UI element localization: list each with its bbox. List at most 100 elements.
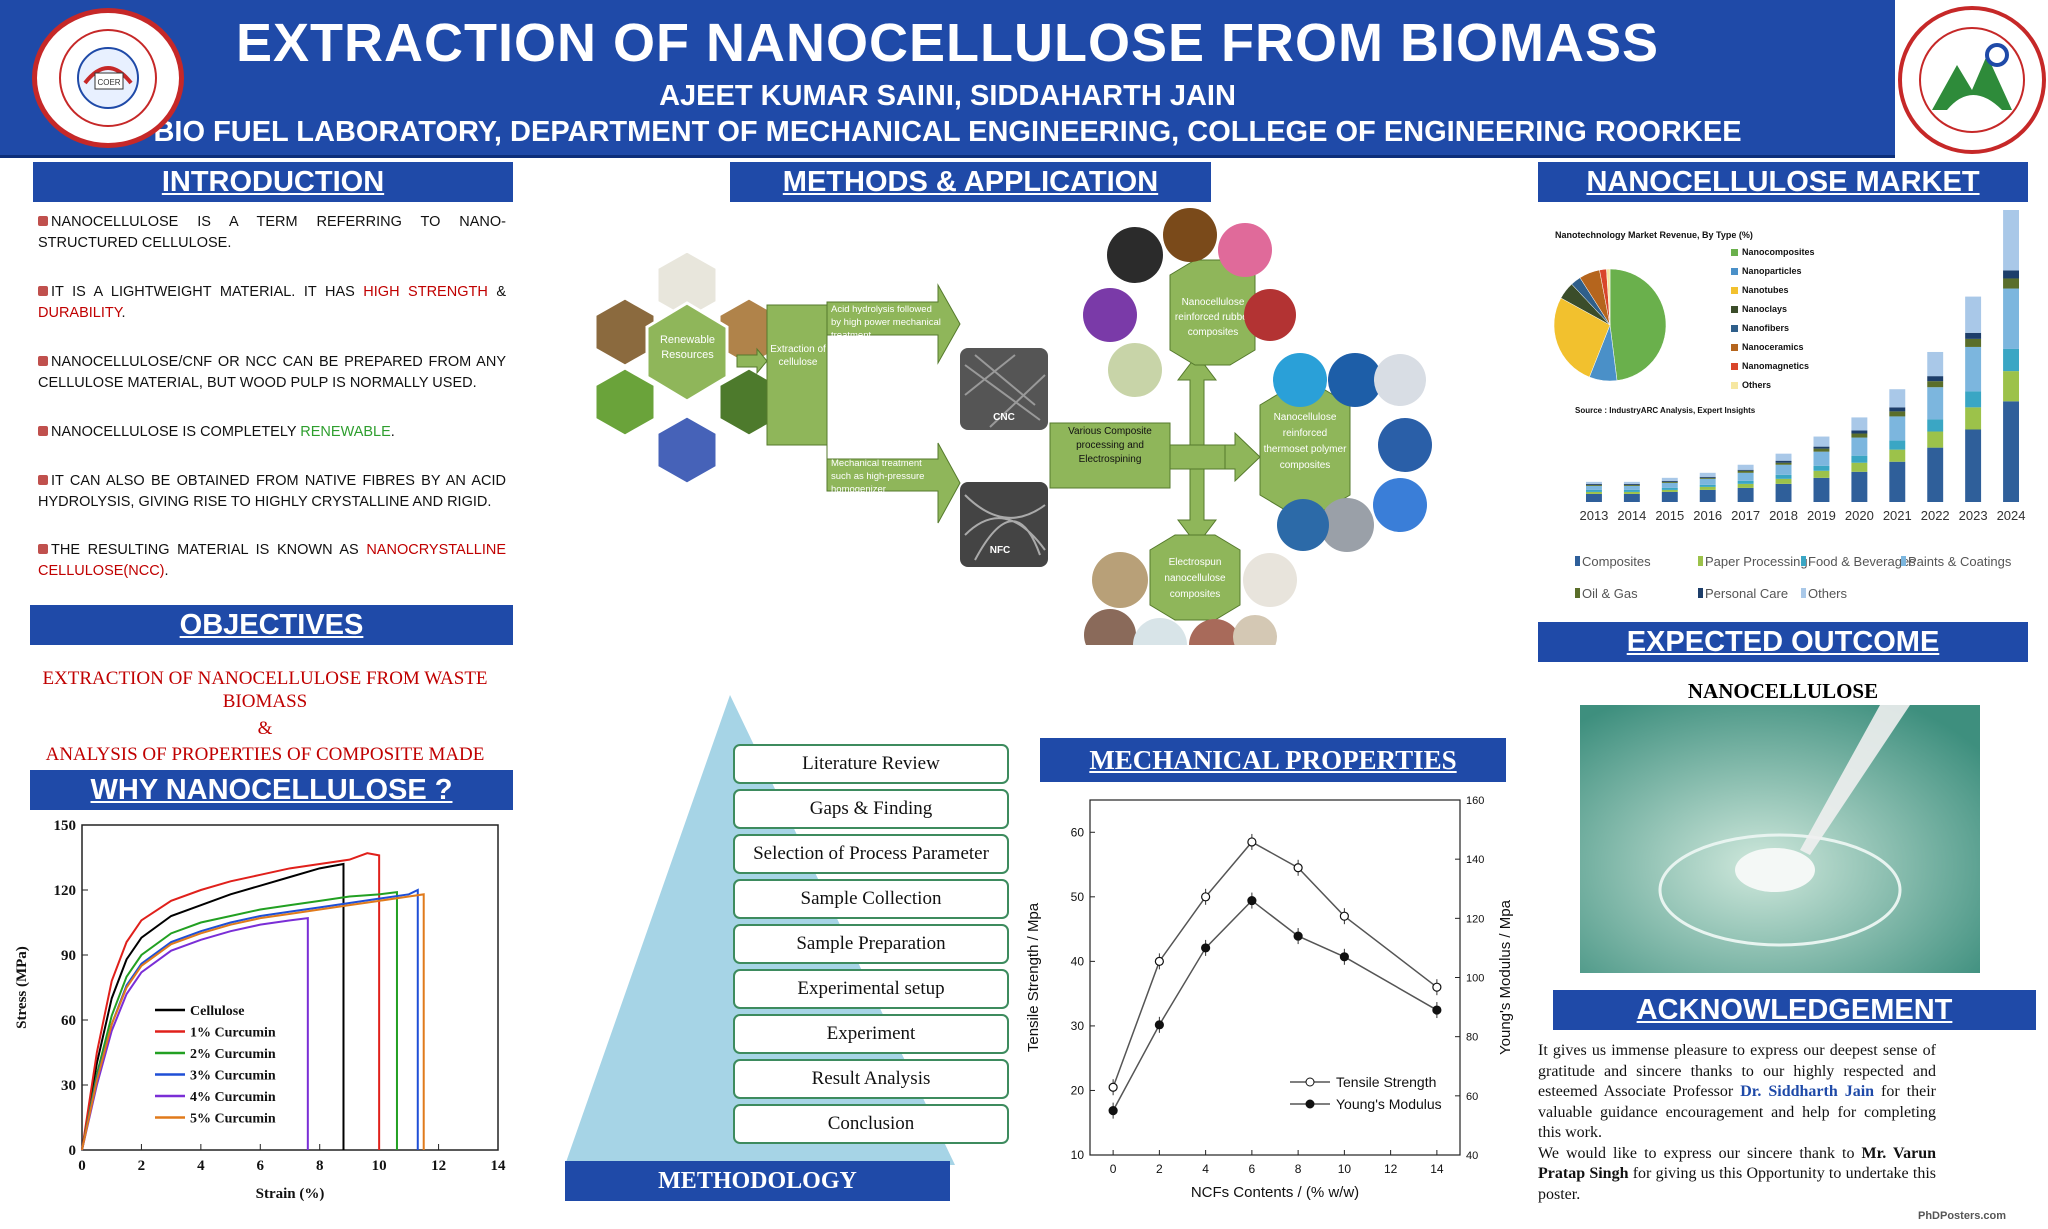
data-point: [1108, 1106, 1118, 1116]
y2-tick-label: 160: [1466, 795, 1484, 807]
pie-legend-label: Nanoclays: [1742, 304, 1787, 314]
pie-legend-label: Nanoceramics: [1742, 342, 1804, 352]
bar-segment: [1585, 481, 1602, 484]
intro-bullet-3: NANOCELLULOSE/CNF OR NCC CAN BE PREPARED…: [38, 354, 506, 391]
methodology-step: Experiment: [733, 1014, 1009, 1054]
bar-segment: [1623, 493, 1640, 502]
bar-segment: [1889, 416, 1906, 441]
legend-marker: [1305, 1099, 1315, 1109]
bar-legend-label: Oil & Gas: [1582, 586, 1638, 601]
poster-affiliation: BIO FUEL LABORATORY, DEPARTMENT OF MECHA…: [153, 116, 1742, 148]
bar-segment: [2003, 288, 2020, 349]
pie-legend-label: Nanoparticles: [1742, 266, 1802, 276]
pie-slice: [1553, 297, 1611, 378]
bar-segment: [2003, 210, 2020, 271]
x-tick-label: 10: [1338, 1162, 1352, 1176]
bar-segment: [1813, 446, 1830, 449]
data-point: [1201, 892, 1211, 902]
series-line-0: [81, 862, 345, 1151]
bar-segment: [1775, 483, 1792, 502]
bar-segment: [1927, 376, 1944, 382]
intro-bullet-5: IT CAN ALSO BE OBTAINED FROM NATIVE FIBR…: [38, 473, 506, 510]
bar-legend-swatch: [1901, 556, 1906, 566]
bar-segment: [1927, 381, 1944, 388]
y2-tick-label: 60: [1466, 1091, 1478, 1103]
bar-segment: [1661, 480, 1678, 482]
methodology-step: Experimental setup: [733, 969, 1009, 1009]
cnc-label: CNC: [993, 412, 1015, 423]
bar-segment: [1775, 453, 1792, 461]
methodology-step: Conclusion: [733, 1104, 1009, 1144]
bar-segment: [1813, 477, 1830, 502]
y-tick-label: 60: [61, 1013, 76, 1029]
x-tick-label: 0: [78, 1158, 86, 1174]
bar-legend-label: Personal Care: [1705, 586, 1788, 601]
methodology-label: METHODOLOGY: [565, 1161, 950, 1201]
pie-legend-swatch: [1731, 325, 1738, 332]
bar-segment: [1585, 484, 1602, 486]
poster-title: EXTRACTION OF NANOCELLULOSE FROM BIOMASS: [236, 13, 1659, 73]
rubber-composites-label: Nanocellulose reinforced rubber composit…: [1174, 297, 1252, 338]
bar-segment: [1623, 483, 1640, 485]
legend-label: 2% Curcumin: [190, 1047, 276, 1062]
bar-segment: [1965, 429, 1982, 502]
bar-segment: [1661, 491, 1678, 502]
methodology-step: Result Analysis: [733, 1059, 1009, 1099]
pie-legend-label: Nanofibers: [1742, 323, 1789, 333]
acknowledgement-heading: ACKNOWLEDGEMENT: [1553, 990, 2036, 1030]
bar-segment: [1585, 485, 1602, 490]
footer-brand: PhDPosters.com: [1918, 1210, 2007, 1222]
introduction-heading: INTRODUCTION: [33, 162, 513, 202]
x-tick-label: 14: [1430, 1162, 1444, 1176]
bar-segment: [2003, 401, 2020, 502]
legend-label: Cellulose: [190, 1004, 244, 1019]
acknowledgement-text: It gives us immense pleasure to express …: [1538, 1042, 1937, 1203]
x-tick-label: 10: [372, 1158, 387, 1174]
bar-segment: [1737, 464, 1754, 470]
bar-segment: [1737, 483, 1754, 488]
y-axis-label: Stress (MPa): [14, 946, 30, 1029]
bar-segment: [1661, 487, 1678, 490]
bar-segment: [1851, 437, 1868, 456]
bar-segment: [1927, 447, 1944, 502]
bar-legend-label: Paints & Coatings: [1908, 554, 2012, 569]
x-tick-label: 6: [1249, 1162, 1256, 1176]
legend-label: Tensile Strength: [1336, 1074, 1436, 1090]
bar-segment: [1851, 462, 1868, 472]
pie-legend-swatch: [1731, 344, 1738, 351]
bar-segment: [1775, 462, 1792, 465]
pie-title: Nanotechnology Market Revenue, By Type (…: [1555, 230, 1753, 240]
bar-segment: [1737, 480, 1754, 484]
x-axis-label: NCFs Contents / (% w/w): [1191, 1184, 1359, 1201]
intro-bullet-2: IT IS A LIGHTWEIGHT MATERIAL. IT HAS HIG…: [38, 284, 506, 321]
bar-segment: [1775, 478, 1792, 484]
methods-flow-diagram: Renewable Resources Extraction of cellul…: [593, 208, 1432, 645]
bar-segment: [1851, 471, 1868, 502]
bar-x-label: 2023: [1959, 508, 1988, 523]
poster-header: EXTRACTION OF NANOCELLULOSE FROM BIOMASS…: [0, 0, 1895, 158]
y-tick-label: 20: [1071, 1083, 1085, 1097]
bar-segment: [1813, 451, 1830, 466]
bar-segment: [1699, 489, 1716, 502]
bar-segment: [1737, 472, 1754, 481]
bar-segment: [2003, 278, 2020, 289]
bar-legend-swatch: [1575, 588, 1580, 598]
x-tick-label: 2: [138, 1158, 146, 1174]
bar-segment: [1699, 477, 1716, 479]
methodology-step: Selection of Process Parameter: [733, 834, 1009, 874]
pie-slice: [1606, 268, 1611, 326]
application-images: [1083, 208, 1432, 645]
methodology-step: Sample Preparation: [733, 924, 1009, 964]
logo-abbr: COER: [97, 78, 120, 87]
series-line-5: [81, 893, 425, 1151]
bar-segment: [1699, 478, 1716, 485]
data-point: [1432, 1005, 1442, 1015]
processing-label: Various Composite processing and Electro…: [1068, 426, 1152, 465]
bar-x-label: 2018: [1769, 508, 1798, 523]
pie-legend-swatch: [1731, 287, 1738, 294]
bar-segment: [1585, 483, 1602, 485]
bar-segment: [1889, 461, 1906, 502]
why-nanocellulose-heading: WHY NANOCELLULOSE ?: [30, 770, 513, 810]
pie-legend-label: Nanocomposites: [1742, 247, 1815, 257]
